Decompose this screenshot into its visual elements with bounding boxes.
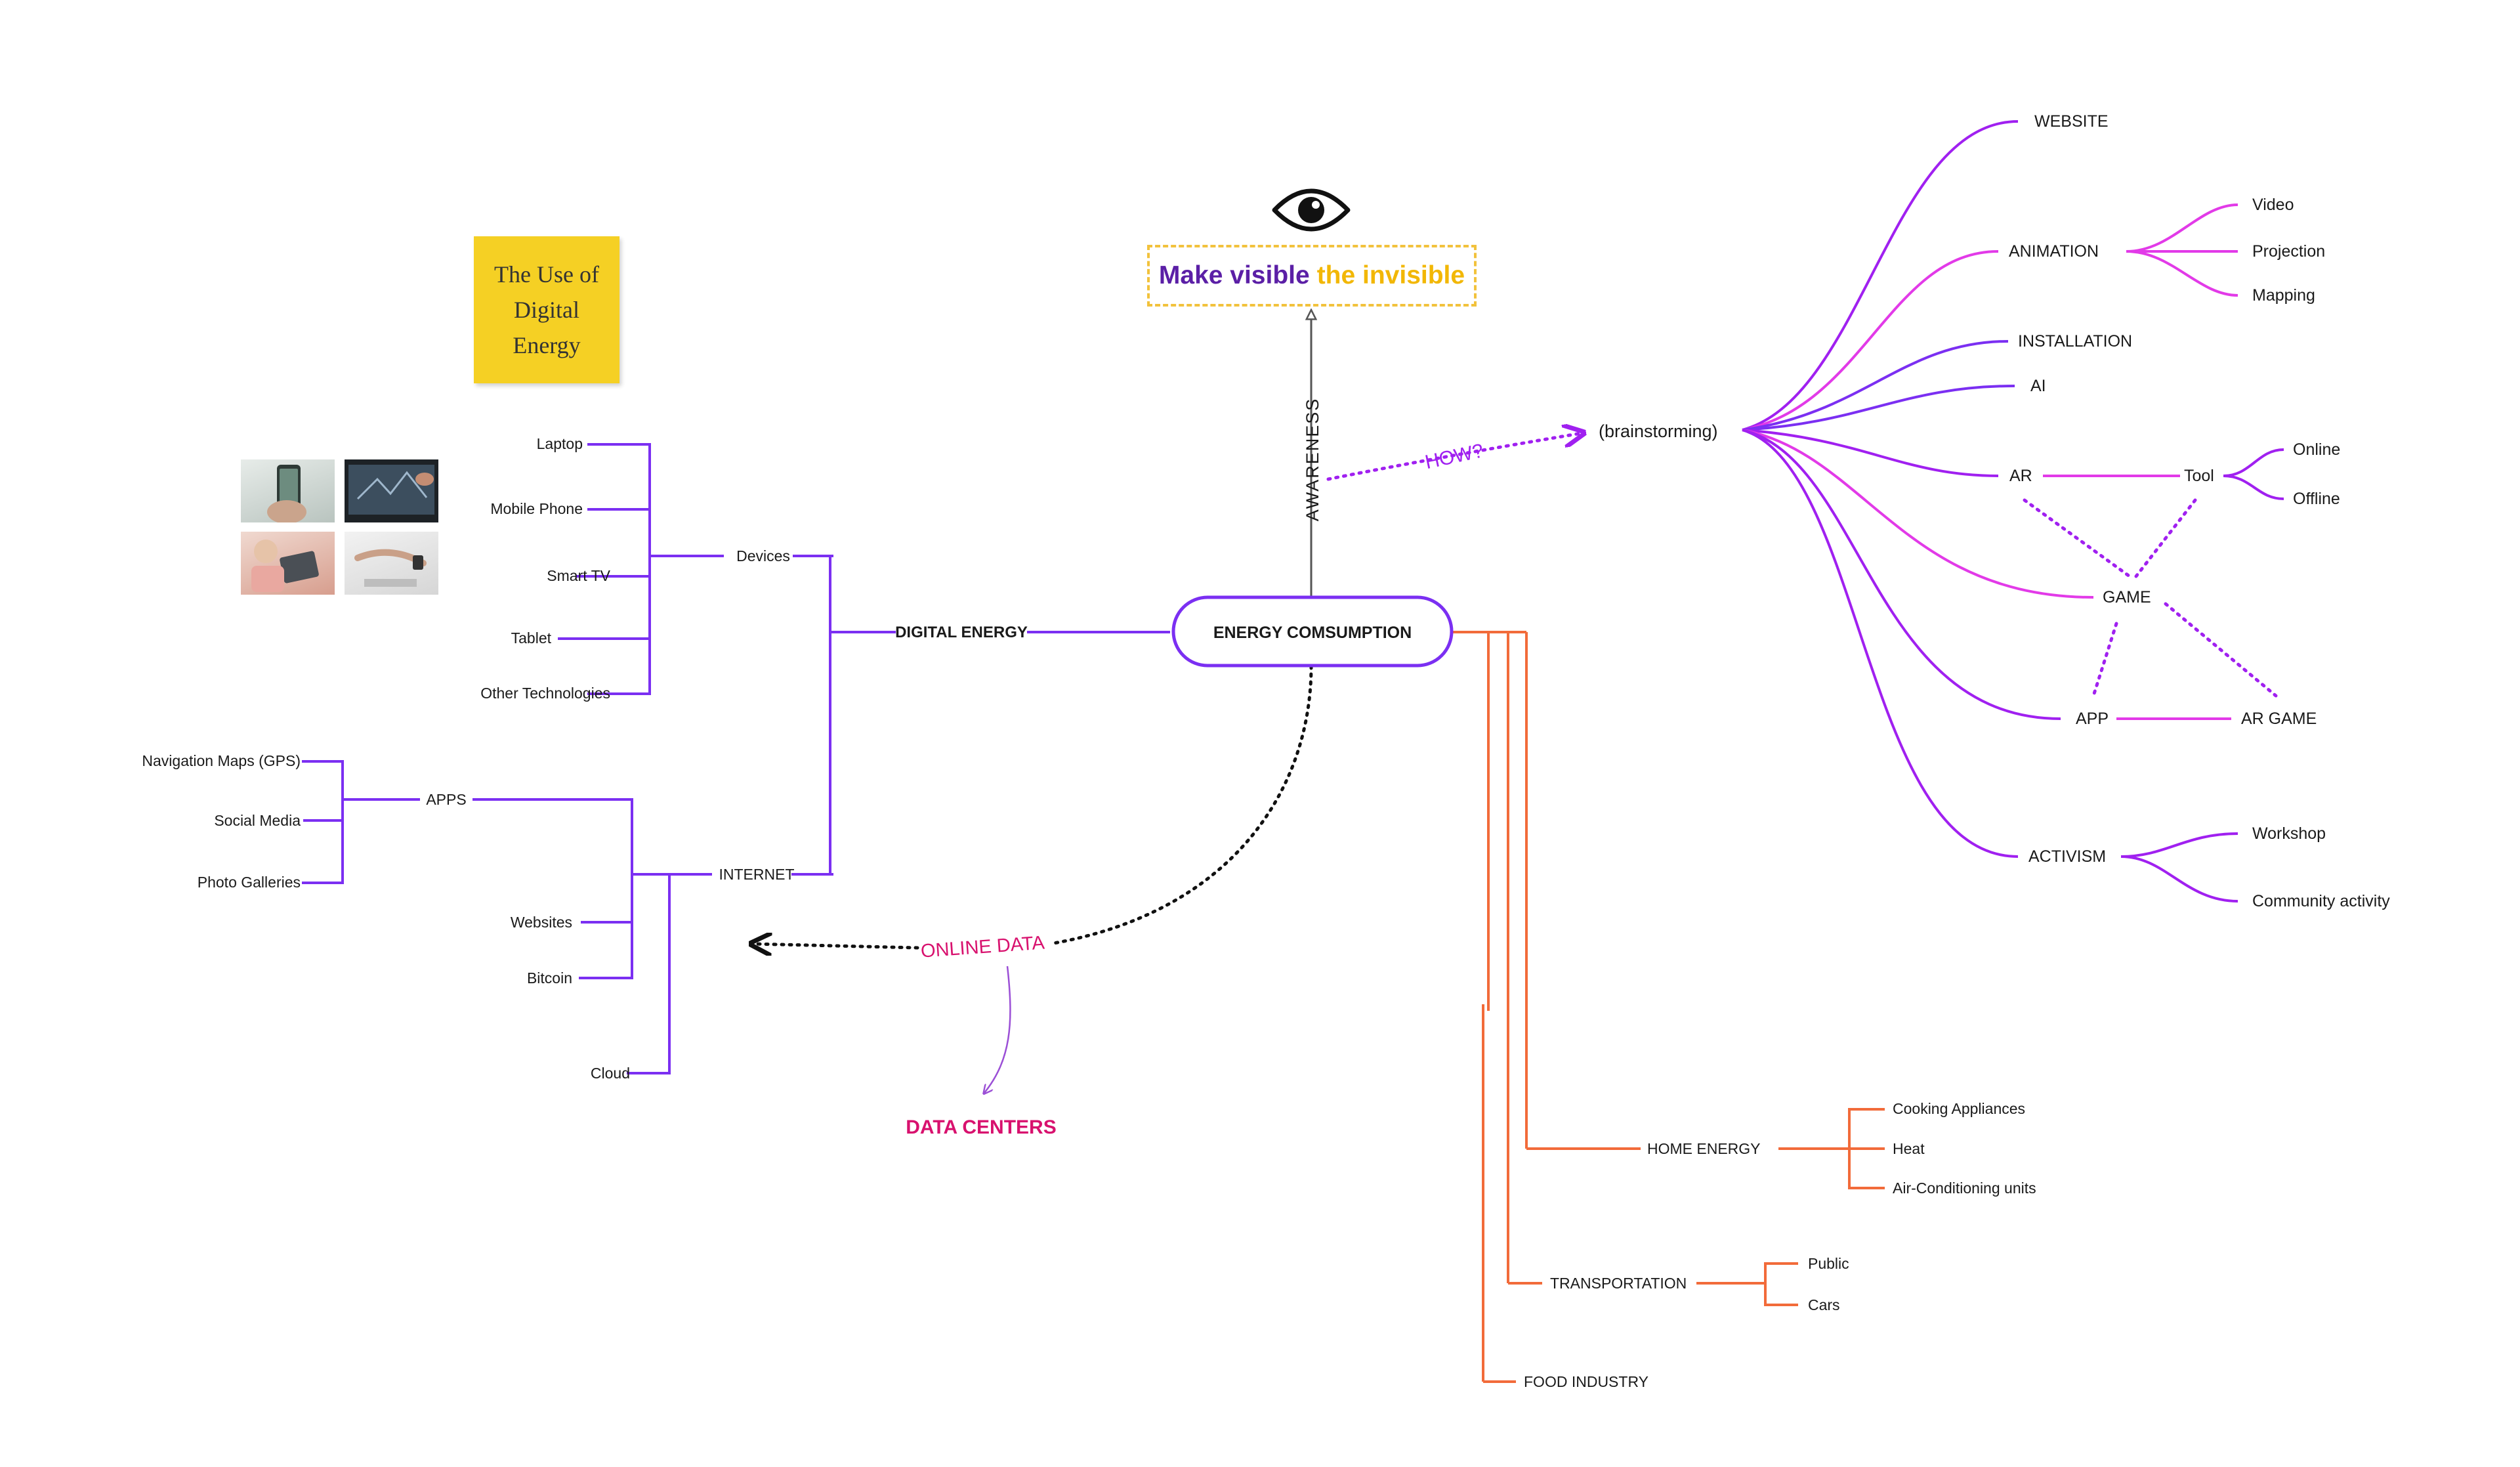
digital-energy-branches — [302, 443, 1170, 1074]
activism-item-workshop[interactable]: Workshop — [2252, 824, 2326, 843]
center-node[interactable] — [1171, 595, 1454, 668]
sticky-note-text: The Use of Digital Energy — [494, 261, 599, 358]
app-navigation-maps[interactable]: Navigation Maps (GPS) — [142, 752, 301, 769]
animation-branches — [2126, 203, 2238, 297]
awareness-label: AWARENESS — [1303, 398, 1322, 522]
headline-part-2: the invisible — [1316, 261, 1465, 289]
transport-item-cars[interactable]: Cars — [1808, 1296, 1840, 1313]
animation-label[interactable]: ANIMATION — [2009, 242, 2099, 261]
data-centers-label[interactable]: DATA CENTERS — [906, 1116, 1056, 1138]
ai-label[interactable]: AI — [2030, 377, 2046, 395]
device-mobile-phone[interactable]: Mobile Phone — [490, 500, 583, 517]
data-centers-connector — [984, 966, 1011, 1093]
device-smart-tv[interactable]: Smart TV — [547, 567, 610, 584]
tool-item-offline[interactable]: Offline — [2293, 490, 2340, 508]
smart-tv-photo-thumbnail[interactable] — [345, 459, 438, 522]
digital-energy-label[interactable]: DIGITAL ENERGY — [895, 624, 1028, 641]
app-label[interactable]: APP — [2076, 710, 2109, 728]
headline-box[interactable]: Make visible the invisible — [1147, 245, 1477, 307]
wearables-photo-illustration — [354, 549, 427, 587]
activism-label[interactable]: ACTIVISM — [2028, 847, 2106, 866]
game-label[interactable]: GAME — [2103, 588, 2151, 606]
home-item-air-conditioning[interactable]: Air-Conditioning units — [1893, 1180, 2036, 1197]
game-dotted-links — [2023, 498, 2278, 698]
home-energy-label[interactable]: HOME ENERGY — [1647, 1140, 1761, 1157]
animation-item-mapping[interactable]: Mapping — [2252, 286, 2315, 305]
app-social-media[interactable]: Social Media — [214, 812, 301, 829]
phone-photo-thumbnail[interactable] — [241, 459, 335, 522]
energy-sector-branches — [1453, 631, 1885, 1383]
websites-label[interactable]: Websites — [511, 914, 572, 931]
device-laptop[interactable]: Laptop — [537, 435, 583, 452]
eye-icon — [1272, 188, 1351, 232]
installation-label[interactable]: INSTALLATION — [2018, 332, 2132, 351]
devices-label[interactable]: Devices — [736, 547, 790, 564]
online-data-arrow — [753, 944, 919, 948]
tool-item-online[interactable]: Online — [2293, 440, 2340, 459]
smart-tv-photo-illustration — [348, 465, 434, 515]
how-label: HOW? — [1423, 440, 1486, 473]
ar-game-label[interactable]: AR GAME — [2241, 710, 2317, 728]
brainstorming-label[interactable]: (brainstorming) — [1599, 421, 1718, 441]
headline-part-1: Make visible — [1158, 261, 1310, 289]
tool-label[interactable]: Tool — [2184, 467, 2214, 485]
bitcoin-label[interactable]: Bitcoin — [527, 969, 572, 987]
device-other-technologies[interactable]: Other Technologies — [480, 685, 610, 702]
transport-item-public[interactable]: Public — [1808, 1255, 1849, 1272]
app-photo-galleries[interactable]: Photo Galleries — [198, 874, 301, 891]
activism-item-community[interactable]: Community activity — [2252, 892, 2390, 910]
tablet-photo-thumbnail[interactable] — [241, 532, 335, 595]
internet-label[interactable]: INTERNET — [719, 866, 795, 883]
phone-photo-illustration — [267, 465, 306, 522]
device-tablet[interactable]: Tablet — [511, 629, 552, 647]
apps-label[interactable]: APPS — [426, 791, 466, 808]
center-label: ENERGY COMSUMPTION — [1213, 624, 1412, 642]
tool-branches — [2223, 448, 2284, 500]
home-item-heat[interactable]: Heat — [1893, 1140, 1925, 1157]
animation-item-projection[interactable]: Projection — [2252, 242, 2325, 261]
transportation-label[interactable]: TRANSPORTATION — [1550, 1275, 1687, 1292]
cloud-label[interactable]: Cloud — [591, 1065, 630, 1082]
wearables-photo-thumbnail[interactable] — [345, 532, 438, 595]
animation-item-video[interactable]: Video — [2252, 196, 2294, 214]
connectors — [302, 120, 2284, 1383]
online-data-label[interactable]: ONLINE DATA — [920, 932, 1045, 962]
activism-branches — [2120, 832, 2238, 903]
ar-label[interactable]: AR — [2009, 467, 2032, 485]
sticky-note[interactable]: The Use of Digital Energy — [474, 236, 620, 383]
home-item-cooking[interactable]: Cooking Appliances — [1893, 1100, 2025, 1117]
brainstorming-branches — [1742, 120, 2094, 858]
online-data-connector — [1048, 664, 1313, 946]
how-connector — [1326, 433, 1582, 481]
food-industry-label[interactable]: FOOD INDUSTRY — [1524, 1373, 1648, 1390]
website-label[interactable]: WEBSITE — [2034, 112, 2109, 131]
tablet-photo-illustration — [251, 540, 319, 592]
